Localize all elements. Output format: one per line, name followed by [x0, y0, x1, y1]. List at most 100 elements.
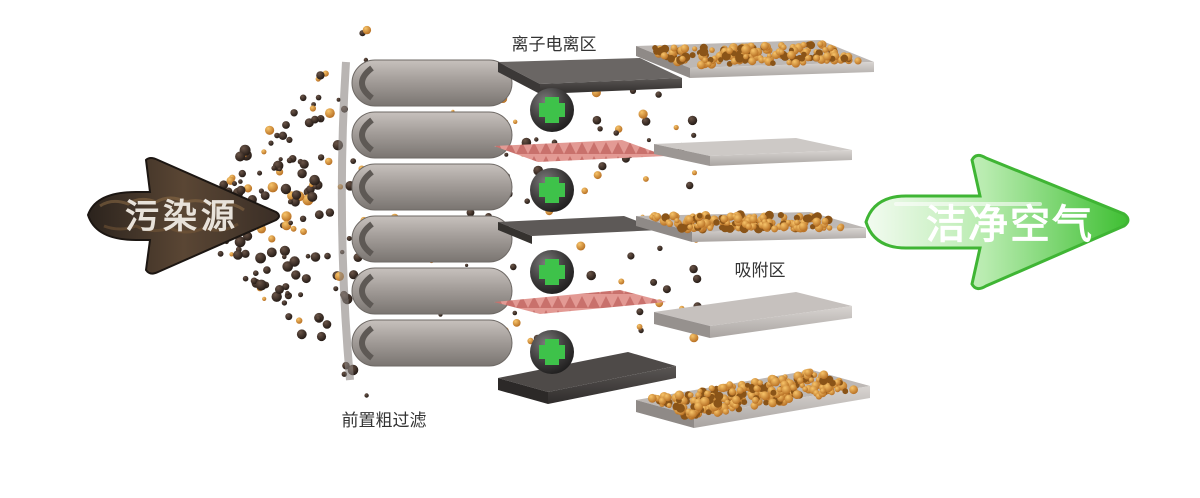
- particle-charged: [513, 119, 518, 125]
- carbon-granule: [780, 44, 787, 51]
- particle-dark: [288, 220, 294, 226]
- prefilter-tube: [351, 267, 513, 315]
- plus-icon: [539, 97, 565, 123]
- electrode-plate: [494, 140, 666, 162]
- dark-plate: [498, 58, 682, 84]
- carbon-granule: [793, 214, 801, 221]
- carbon-granule: [751, 396, 759, 404]
- carbon-granule: [689, 52, 696, 59]
- particle-charged: [627, 252, 635, 260]
- particle-dark: [324, 252, 331, 260]
- particle-charged: [646, 138, 651, 143]
- carbon-granule: [696, 213, 703, 219]
- particle-dark: [314, 210, 324, 220]
- particle-dark: [281, 300, 288, 306]
- adsorption-zone: [636, 40, 874, 428]
- carbon-granule: [741, 399, 748, 405]
- particle-dark: [316, 71, 325, 80]
- carbon-granule: [736, 386, 744, 394]
- particle-charged: [534, 137, 539, 142]
- particle-amber: [261, 149, 267, 155]
- particle-dark: [306, 185, 315, 194]
- carbon-granule: [849, 385, 858, 395]
- carbon-granule: [827, 44, 834, 52]
- carbon-granule: [822, 52, 832, 61]
- ion-emitter: [530, 168, 574, 212]
- particle-dark: [297, 168, 307, 179]
- carbon-granule: [748, 42, 755, 49]
- carbon-granule: [819, 376, 828, 386]
- carbon-granule: [726, 61, 733, 67]
- particle-dark: [310, 252, 321, 262]
- carbon-granule: [786, 59, 792, 66]
- particle-charged: [638, 109, 648, 119]
- particle-charged: [598, 162, 607, 171]
- carbon-granule: [666, 402, 672, 409]
- particle-dark: [250, 277, 258, 285]
- particle-dark: [309, 174, 320, 186]
- particle-charged: [692, 274, 702, 284]
- carbon-granule: [720, 215, 729, 223]
- carbon-granule: [676, 403, 685, 413]
- ionization-zone: [494, 58, 682, 404]
- particle-dark: [255, 279, 267, 291]
- carbon-granule: [790, 384, 797, 391]
- carbon-granule: [770, 389, 777, 396]
- particle-dark: [235, 151, 246, 162]
- carbon-granule: [804, 214, 813, 223]
- adsorption-plate: [654, 138, 852, 156]
- particle-charged: [687, 115, 698, 126]
- carbon-granule: [768, 398, 777, 408]
- particle-amber: [229, 252, 234, 257]
- pollution-source-label: 污染源: [125, 197, 239, 237]
- carbon-granules: [652, 40, 862, 70]
- carbon-granule: [760, 41, 769, 51]
- carbon-granule: [696, 60, 706, 70]
- particle-dark: [282, 254, 287, 260]
- particle-dark: [242, 275, 249, 282]
- carbon-granule: [685, 215, 694, 224]
- carbon-granule: [820, 388, 826, 394]
- particle-dark: [238, 179, 243, 184]
- carbon-granule: [836, 224, 844, 232]
- carbon-granule: [687, 392, 694, 398]
- particle-charged: [618, 278, 625, 285]
- particle-dark: [296, 329, 307, 340]
- particle-dark: [285, 313, 293, 321]
- carbon-granule: [743, 54, 749, 60]
- particle-dark: [307, 191, 318, 202]
- particle-dark: [299, 159, 309, 169]
- particle-dark: [301, 274, 311, 284]
- carbon-granule: [771, 377, 780, 387]
- particle-charged: [524, 198, 530, 204]
- carbon-granule: [753, 385, 761, 392]
- carbon-granule: [735, 54, 744, 63]
- particle-dark: [234, 236, 246, 248]
- carbon-granule: [781, 385, 791, 395]
- carbon-granule: [804, 368, 813, 377]
- carbon-granule: [680, 44, 690, 53]
- carbon-granule: [713, 219, 720, 226]
- particle-dark: [260, 191, 270, 201]
- electrode-plate: [494, 290, 666, 314]
- carbon-granule: [822, 46, 829, 54]
- particle-dark: [322, 320, 332, 329]
- carbon-granule: [705, 409, 712, 416]
- prefilter-tube: [351, 111, 513, 159]
- carbon-granule: [733, 214, 743, 223]
- particle-dark: [266, 247, 277, 258]
- carbon-granule: [750, 223, 757, 230]
- particle-amber: [309, 105, 316, 112]
- carbon-granule: [757, 380, 763, 386]
- particle-amber: [362, 25, 372, 35]
- particle-dark: [233, 250, 243, 260]
- particle-amber: [265, 125, 275, 135]
- carbon-granule: [698, 47, 709, 57]
- particle-amber: [243, 184, 253, 193]
- particle-charged: [597, 126, 603, 132]
- plus-icon: [539, 339, 565, 365]
- carbon-granule: [728, 388, 737, 396]
- carbon-granule: [663, 393, 672, 402]
- carbon-granule: [776, 386, 783, 393]
- carbon-granule: [726, 212, 735, 221]
